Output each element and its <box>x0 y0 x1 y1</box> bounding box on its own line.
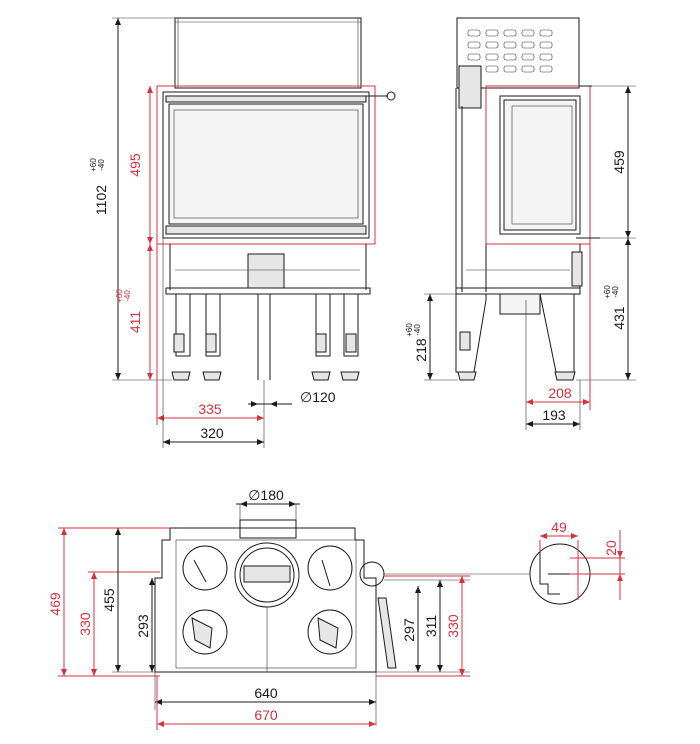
top-outlet-2 <box>307 545 353 591</box>
dim-411: 411 <box>127 311 143 334</box>
dim-335: 335 <box>198 401 222 417</box>
dim-293: 293 <box>135 614 151 638</box>
front-view: 1102 +60 -40 495 411 +60 -40 335 320 ∅12… <box>89 17 396 448</box>
dim-diameter-120: ∅120 <box>300 389 336 405</box>
side-red-outline <box>485 85 591 245</box>
dim-1102: 1102 <box>93 185 109 215</box>
dim-208: 208 <box>548 385 572 401</box>
dim-469: 469 <box>47 592 63 616</box>
dim-431: 431 <box>611 306 627 330</box>
dim-411-tol-minus: -40 <box>123 290 132 302</box>
dim-330-left: 330 <box>77 612 93 636</box>
dim-297: 297 <box>401 618 417 642</box>
dim-320: 320 <box>200 425 224 441</box>
dim-311: 311 <box>423 615 439 638</box>
dim-1102-tol-plus: +60 <box>89 158 98 172</box>
dim-330-right: 330 <box>445 614 461 638</box>
dim-49: 49 <box>551 519 567 535</box>
top-outlet-1 <box>182 545 228 591</box>
dim-670: 670 <box>254 707 278 723</box>
dim-20: 20 <box>603 540 619 556</box>
dim-640: 640 <box>254 685 278 701</box>
dim-455: 455 <box>101 588 117 612</box>
dim-459: 459 <box>611 150 627 174</box>
side-view: 459 431 +60 -40 218 +60 -40 208 193 <box>405 17 636 430</box>
front-glass <box>168 103 364 225</box>
dim-218: 218 <box>413 338 429 362</box>
dim-218-tol-minus: -40 <box>413 324 422 336</box>
dim-431-tol-plus: +60 <box>603 285 612 299</box>
dim-193: 193 <box>542 407 566 423</box>
top-view: ∅180 469 330 <box>47 487 470 730</box>
top-outlet-4 <box>307 609 353 655</box>
dim-431-tol-minus: -40 <box>611 286 620 298</box>
dim-411-tol-plus: +60 <box>115 289 124 303</box>
detail-view: 49 20 <box>384 519 625 605</box>
dim-diameter-180: ∅180 <box>248 487 284 503</box>
dim-1102-tol-minus: -40 <box>97 159 106 171</box>
door-handle-icon <box>386 91 396 101</box>
side-glass <box>503 99 577 231</box>
top-outlet-3 <box>182 609 228 655</box>
front-air-inlet <box>247 253 285 289</box>
dim-218-tol-plus: +60 <box>405 323 414 337</box>
front-red-outline <box>156 85 376 245</box>
dim-495: 495 <box>127 153 143 177</box>
